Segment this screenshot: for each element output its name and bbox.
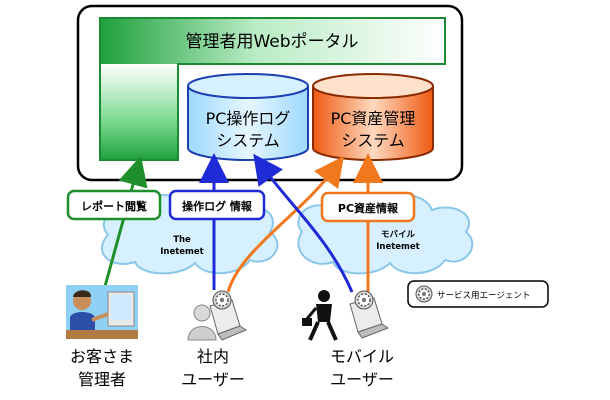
log-system-line1: PC操作ログ [206,109,291,128]
cloud-left-line1: The [173,235,191,245]
customer-admin-icon [66,285,138,339]
asset-system-line2: システム [341,131,405,150]
asset-info-label: PC資産情報 [338,201,399,215]
cloud-left-line2: Inetemet [160,247,204,257]
portal-band [99,17,446,161]
customer-line1: お客さま [70,347,134,366]
asset-system-line1: PC資産管理 [331,109,416,128]
report-label: レポート閲覧 [81,199,147,213]
portal-title: 管理者用Webポータル [185,32,358,52]
internal-line2: ユーザー [181,370,245,389]
gear-icon [415,285,433,303]
internal-line1: 社内 [197,347,229,366]
log-info-label-box [168,189,266,221]
log-system-cylinder [187,73,309,161]
log-info-label: 操作ログ 情報 [182,199,253,213]
customer-line2: 管理者 [78,370,126,389]
cloud-right-line2: Inetemet [376,242,420,252]
blue-arrow-mobile [253,153,354,293]
asset-info-label-box [320,191,416,223]
mobile-line1: モバイル [330,347,394,366]
cloud-right-line1: モバイル [381,229,416,240]
mobile-user-icon [302,290,390,341]
internal-user-icon [187,290,248,341]
legend-label: サービス用エージェント [437,291,530,301]
mobile-line2: ユーザー [330,370,394,389]
orange-arrow-internal [226,155,344,293]
report-label-box [66,189,162,221]
gear-icon [354,290,374,310]
gear-icon [212,290,232,310]
legend-box [407,280,549,308]
log-system-line2: システム [216,131,280,150]
